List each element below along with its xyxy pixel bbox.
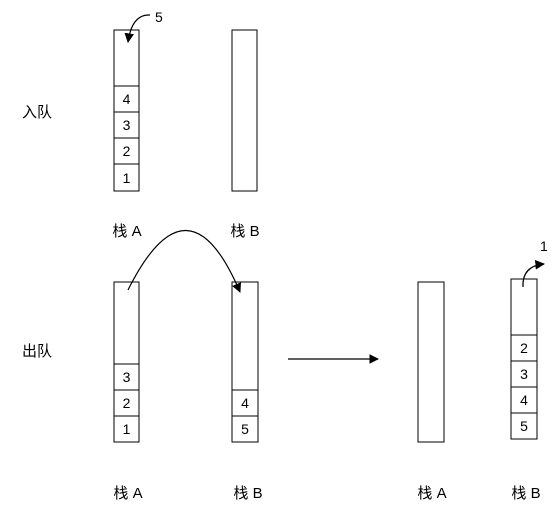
dequeue-before-stack-a: 3 2 1 [113,281,140,443]
dequeue-label: 出队 [22,343,52,360]
cell-value: 1 [123,170,131,186]
enqueue-stack-b-frame [231,29,258,192]
dequeue-outgoing-value: 1 [540,238,548,254]
cell-value: 2 [123,395,131,411]
cell-value: 4 [241,395,249,411]
dequeue-before-stack-b-label: 栈 B [233,485,262,502]
cell-value: 4 [520,392,528,408]
enqueue-incoming-value: 5 [155,9,163,25]
dequeue-after-stack-b-cell: 3 [510,360,538,388]
dequeue-after-stack-a-label: 栈 A [417,485,446,502]
transfer-arc-arrow [127,230,242,293]
enqueue-stack-a-label: 栈 A [112,223,141,240]
enqueue-stack-a-cell: 2 [113,137,140,165]
dequeue-before-stack-a-label: 栈 A [113,485,142,502]
enqueue-stack-b-label: 栈 B [230,223,259,240]
enqueue-push-arrow [124,14,151,43]
enqueue-stack-a: 4 3 2 1 [113,29,140,192]
dequeue-before-stack-b: 4 5 [231,281,259,443]
dequeue-after-stack-b-label: 栈 B [511,485,540,502]
cell-value: 2 [520,340,528,356]
cell-value: 4 [123,91,131,107]
cell-value: 2 [123,143,131,159]
dequeue-after-stack-a-frame [417,281,445,443]
dequeue-after-stack-b-cell: 5 [510,412,538,440]
enqueue-stack-a-cell: 1 [113,163,140,192]
dequeue-after-stack-b: 2 3 4 5 [510,278,538,440]
dequeue-before-stack-a-cell: 3 [113,363,140,391]
dequeue-after-stack-b-cell: 4 [510,386,538,414]
cell-value: 3 [123,369,131,385]
cell-value: 5 [520,418,528,434]
cell-value: 3 [123,117,131,133]
enqueue-label: 入队 [22,104,52,121]
dequeue-before-stack-a-cell: 2 [113,389,140,417]
cell-value: 1 [123,421,131,437]
dequeue-before-stack-b-cell: 5 [231,415,259,443]
enqueue-stack-a-cell: 4 [113,85,140,113]
cell-value: 3 [520,366,528,382]
dequeue-after-stack-b-cell: 2 [510,334,538,362]
dequeue-before-stack-b-cell: 4 [231,389,259,417]
cell-value: 5 [241,421,249,437]
dequeue-pop-arrow [522,260,545,288]
dequeue-before-stack-a-cell: 1 [113,415,140,443]
enqueue-stack-a-cell: 3 [113,111,140,139]
